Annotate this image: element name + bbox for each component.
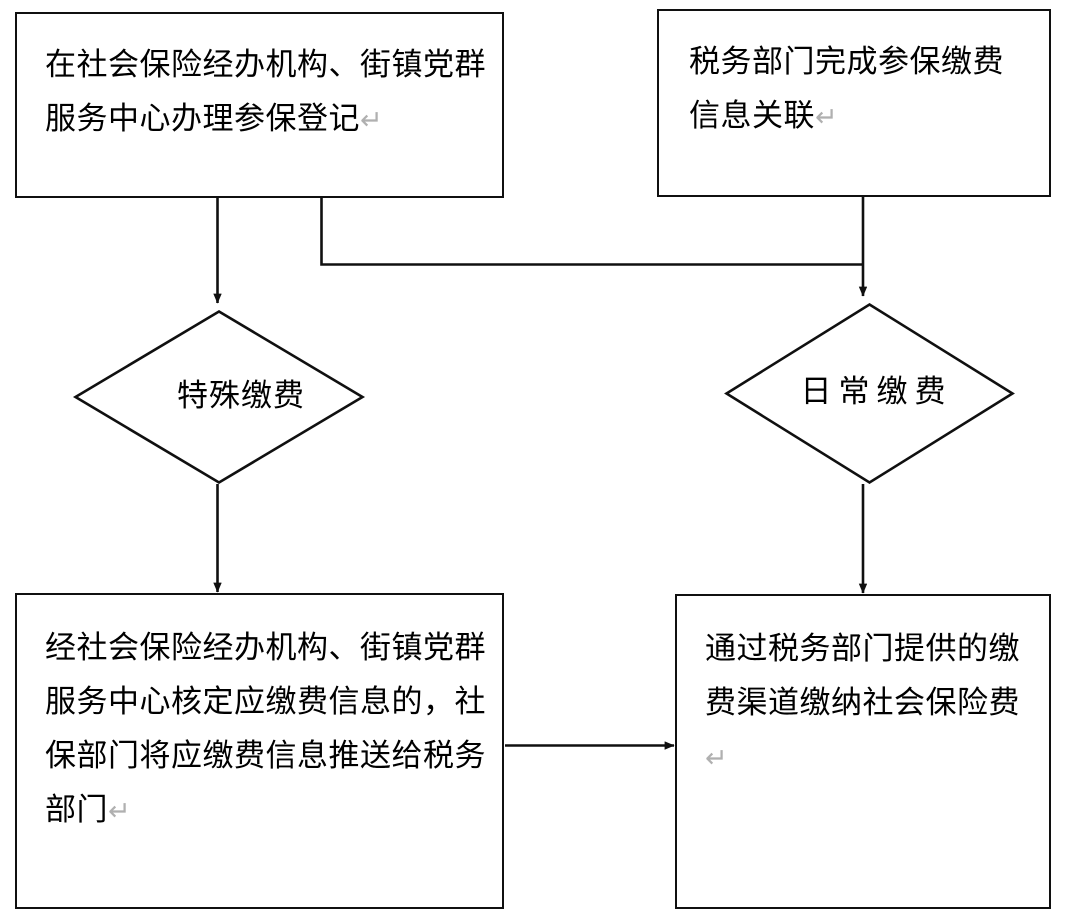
node-register[interactable]: 在社会保险经办机构、街镇党群服务中心办理参保登记↵ — [15, 12, 504, 198]
diamond-shape-daily — [724, 302, 1015, 485]
edge-register-to-daily — [320, 198, 863, 266]
node-daily-payment[interactable]: 日常缴费 — [724, 302, 1015, 485]
node-pay-channel[interactable]: 通过税务部门提供的缴费渠道缴纳社会保险费↵ — [675, 594, 1051, 909]
node-special-payment[interactable]: 特殊缴费 — [72, 309, 366, 485]
paragraph-mark-icon: ↵ — [360, 105, 384, 136]
paragraph-mark-icon: ↵ — [108, 796, 132, 827]
paragraph-mark-icon: ↵ — [815, 102, 839, 133]
node-pay-channel-label: 通过税务部门提供的缴费渠道缴纳社会保险费↵ — [705, 631, 1020, 774]
node-push-info-label: 经社会保险经办机构、街镇党群服务中心核定应缴费信息的，社保部门将应缴费信息推送给… — [45, 630, 486, 827]
node-tax-link[interactable]: 税务部门完成参保缴费信息关联↵ — [657, 9, 1051, 197]
node-tax-link-label: 税务部门完成参保缴费信息关联↵ — [689, 44, 1004, 133]
paragraph-mark-icon: ↵ — [705, 743, 729, 774]
diamond-shape-special — [72, 309, 366, 485]
node-register-label: 在社会保险经办机构、街镇党群服务中心办理参保登记↵ — [45, 47, 486, 136]
node-push-info[interactable]: 经社会保险经办机构、街镇党群服务中心核定应缴费信息的，社保部门将应缴费信息推送给… — [15, 593, 504, 909]
